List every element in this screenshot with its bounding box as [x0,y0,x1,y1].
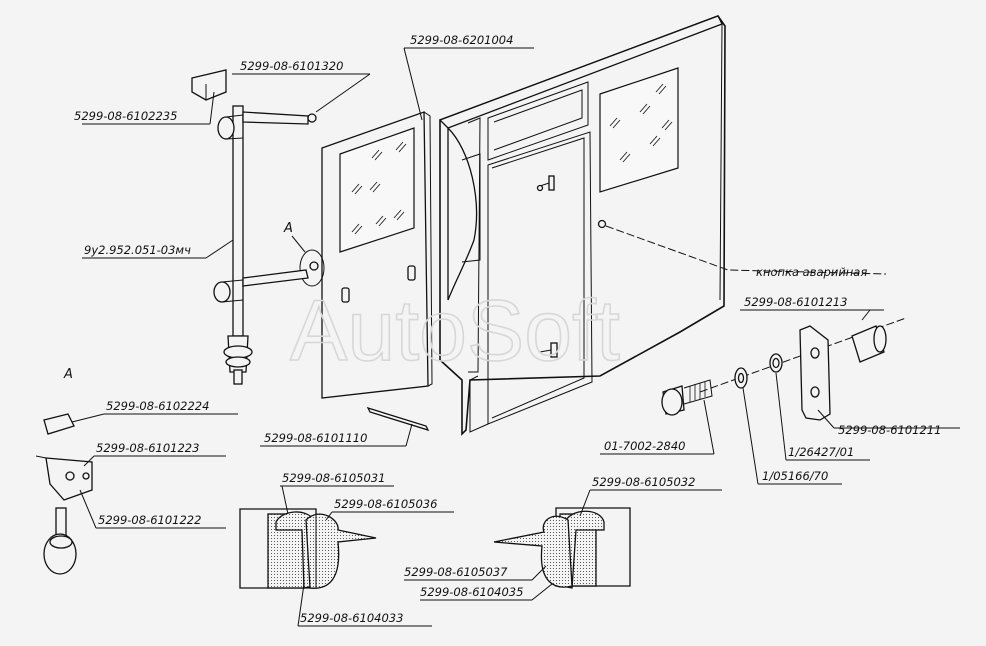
label-panel: 5299-08-6201004 [410,33,513,47]
seal-section-right [493,507,631,589]
hinge-plate [799,325,831,421]
label-seal-left-mid: 5299-08-6105036 [334,497,437,511]
door-slot-right [407,265,416,281]
strut-tube [232,105,244,337]
seal-section-left [239,508,377,589]
detail-a-circle [299,249,325,287]
label-plate-top: 5299-08-6101320 [240,59,343,73]
rod-part [366,406,430,432]
door-slot-left [341,287,350,303]
label-detail-bracket: 5299-08-6101223 [96,441,199,455]
label-bolt: 01-7002-2840 [604,439,685,453]
label-washer-a: 1/26427/01 [788,445,854,459]
body-panel [438,15,887,436]
watermark: AutoSoft [290,283,620,379]
label-detail-plate: 5299-08-6102224 [106,399,209,413]
label-emergency-button: кнопка аварийная [756,265,867,279]
label-seal-right-bottom: 5299-08-6104035 [420,585,523,599]
door-window [339,127,415,253]
label-seal-left-bottom: 5299-08-6104033 [300,611,403,625]
view-marker-door: A [283,221,293,236]
leader-lines [71,47,960,627]
door-leaf [291,111,433,399]
label-seal-right-mid: 5299-08-6105037 [404,565,508,579]
door-strut [191,69,317,385]
panel-window [599,67,679,193]
panel-handle-top [548,175,555,191]
strut-bolt-top [307,113,317,123]
detail-a [35,413,93,575]
label-bushing: 5299-08-6101213 [744,295,847,309]
label-hinge-plate: 5299-08-6101211 [838,423,941,437]
label-strut: 9у2.952.051-03мч [84,243,191,257]
label-seal-right-top: 5299-08-6105032 [592,475,695,489]
label-detail-mount: 5299-08-6101222 [98,513,201,527]
label-washer-b: 1/05166/70 [762,469,828,483]
emergency-button-icon [597,219,607,229]
hinge-exploded [661,317,907,421]
label-bracket-top: 5299-08-6102235 [74,109,177,123]
label-rod: 5299-08-6101110 [264,431,367,445]
top-bracket-plate [191,69,227,101]
detail-plate [43,413,75,435]
view-marker-detail: A [63,367,73,382]
label-seal-left-top: 5299-08-6105031 [282,471,385,485]
